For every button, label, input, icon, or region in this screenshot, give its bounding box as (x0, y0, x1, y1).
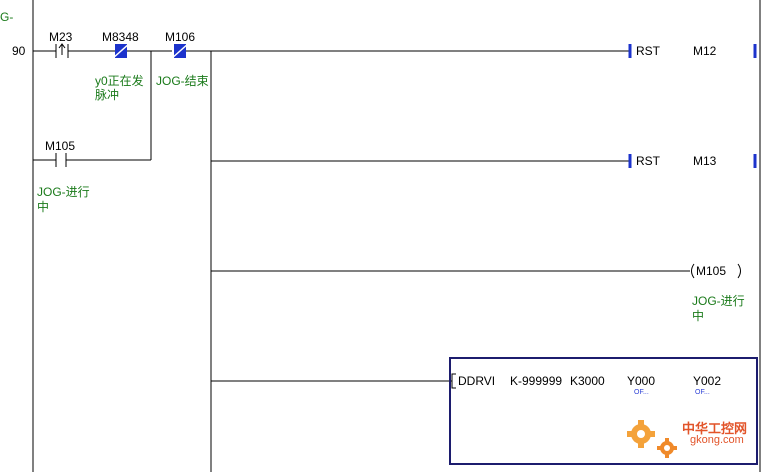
rst-m12-instruction[interactable]: RST (636, 44, 660, 58)
contact-m106[interactable] (170, 42, 190, 60)
ddrvi-arg-1[interactable]: K-999999 (510, 374, 563, 388)
watermark-brand: 中华工控网 (682, 421, 748, 436)
contact-m8348-comment-line1: y0正在发 (95, 74, 144, 88)
rst-m12-operand[interactable]: M12 (693, 44, 717, 58)
contact-m8348-label: M8348 (102, 30, 139, 44)
previous-rung-comment: G- (0, 10, 14, 24)
contact-m105-label: M105 (45, 139, 76, 153)
watermark-url: gkong.com (690, 434, 744, 446)
ddrvi-instruction[interactable]: DDRVI (458, 374, 496, 388)
ddrvi-arg-4-sublabel: OF... (695, 389, 710, 396)
coil-m105-comment-line2: 中 (692, 309, 705, 323)
contact-m105-comment-line2: 中 (37, 200, 50, 214)
step-number: 90 (12, 44, 26, 58)
contact-m8348-comment-line2: 脉冲 (95, 88, 120, 102)
contact-m23[interactable] (55, 43, 69, 58)
contact-m23-label: M23 (49, 30, 73, 44)
rst-m13-instruction[interactable]: RST (636, 154, 660, 168)
contact-m106-label: M106 (165, 30, 196, 44)
coil-m105-comment-line1: JOG-进行 (692, 294, 745, 308)
ddrvi-arg-2[interactable]: K3000 (570, 374, 605, 388)
ddrvi-arg-3[interactable]: Y000 (627, 374, 656, 388)
contact-m105-comment-line1: JOG-进行 (37, 185, 90, 199)
contact-m105[interactable] (55, 153, 67, 167)
coil-m105-label[interactable]: M105 (696, 264, 727, 278)
rst-m13-operand[interactable]: M13 (693, 154, 717, 168)
contact-m106-comment: JOG-结束 (156, 74, 209, 88)
ddrvi-arg-3-sublabel: OF... (634, 389, 649, 396)
contact-m8348[interactable] (111, 42, 131, 60)
ddrvi-arg-4[interactable]: Y002 (693, 374, 722, 388)
